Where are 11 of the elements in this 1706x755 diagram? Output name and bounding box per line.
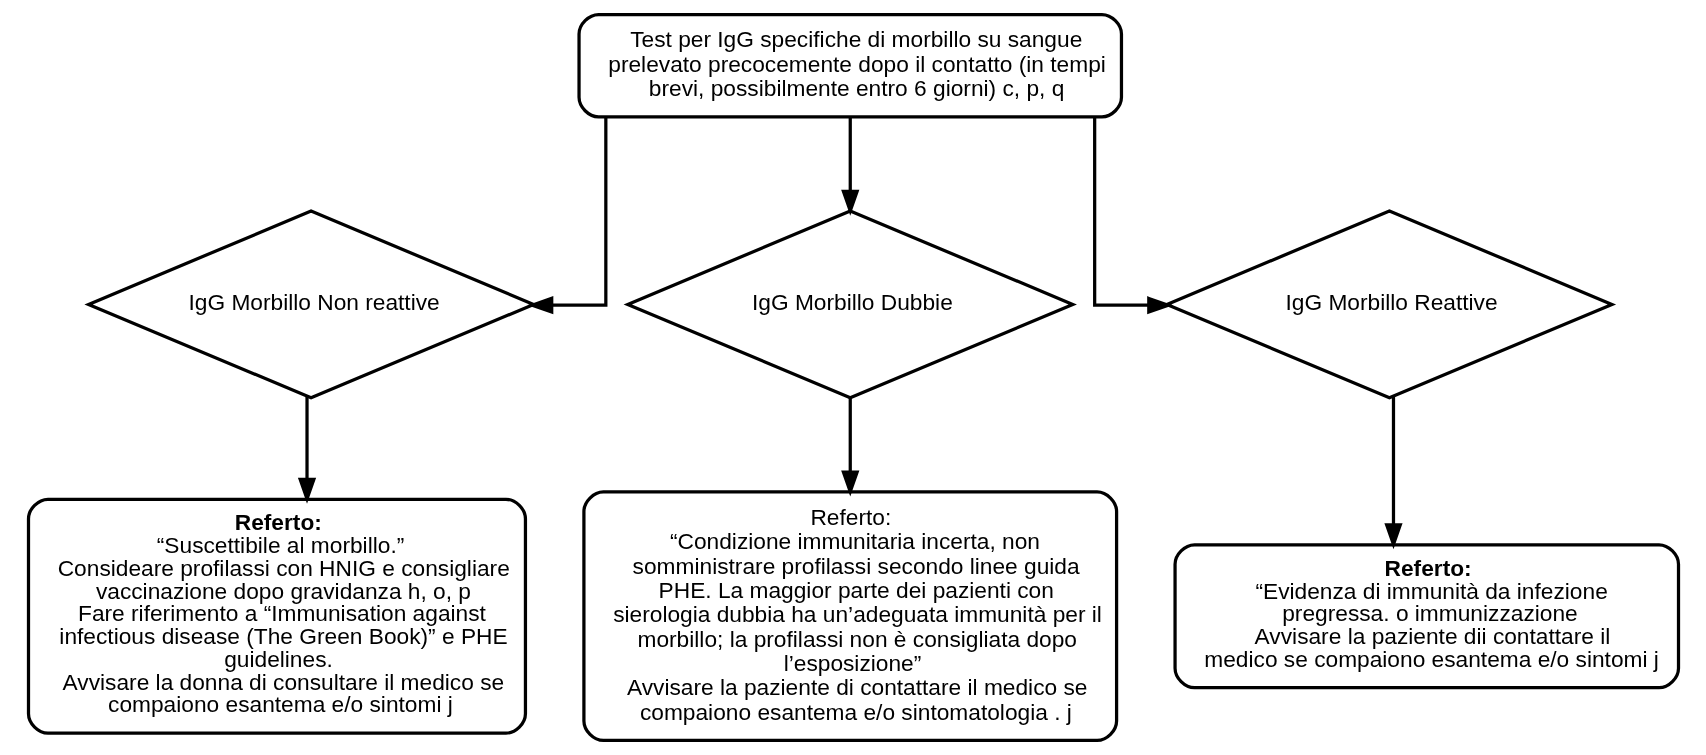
arrow — [1092, 117, 1173, 315]
arrow — [297, 396, 316, 504]
arrow — [526, 117, 607, 315]
node-box: Referto: “Evidenza di immunità da infezione pregressa. o immunizzazione Avvisare la paziente dii contattare il medico se compaiono esantema e/o sintomi j — [1172, 543, 1680, 690]
node-box: Referto: “Condizione immunitaria incerta, non somministrare profilassi secondo linee guida PHE. La maggior parte dei pazienti con sierologia dubbia ha un’adeguata immunità per il morbillo; la profilassi non è consigliata dopo l’esposizione” Avvisare la paziente di contattare il medico se compaiono esantema e/o sintomatologia . j — [581, 490, 1118, 743]
arrow — [1383, 396, 1403, 550]
node-box: Test per IgG specifiche di morbillo su sangue prelevato precocemente dopo il contatto (in tempi brevi, possibilmente entro 6 giorni) c, p, q — [576, 12, 1123, 119]
node-diamond: IgG Morbillo Dubbie — [623, 209, 1077, 400]
node-box: Referto: “Suscettibile al morbillo.” Consideare profilassi con HNIG e consigliare vaccinazione dopo gravidanza h, o, p Fare riferimento a “Immunisation against infectious disease (The Green Book)” e PHE guidelines. Avvisare la donna di consultare il medico se compaiono esantema e/o sintomi j — [26, 497, 527, 735]
arrow — [840, 116, 859, 216]
arrow — [840, 398, 859, 497]
